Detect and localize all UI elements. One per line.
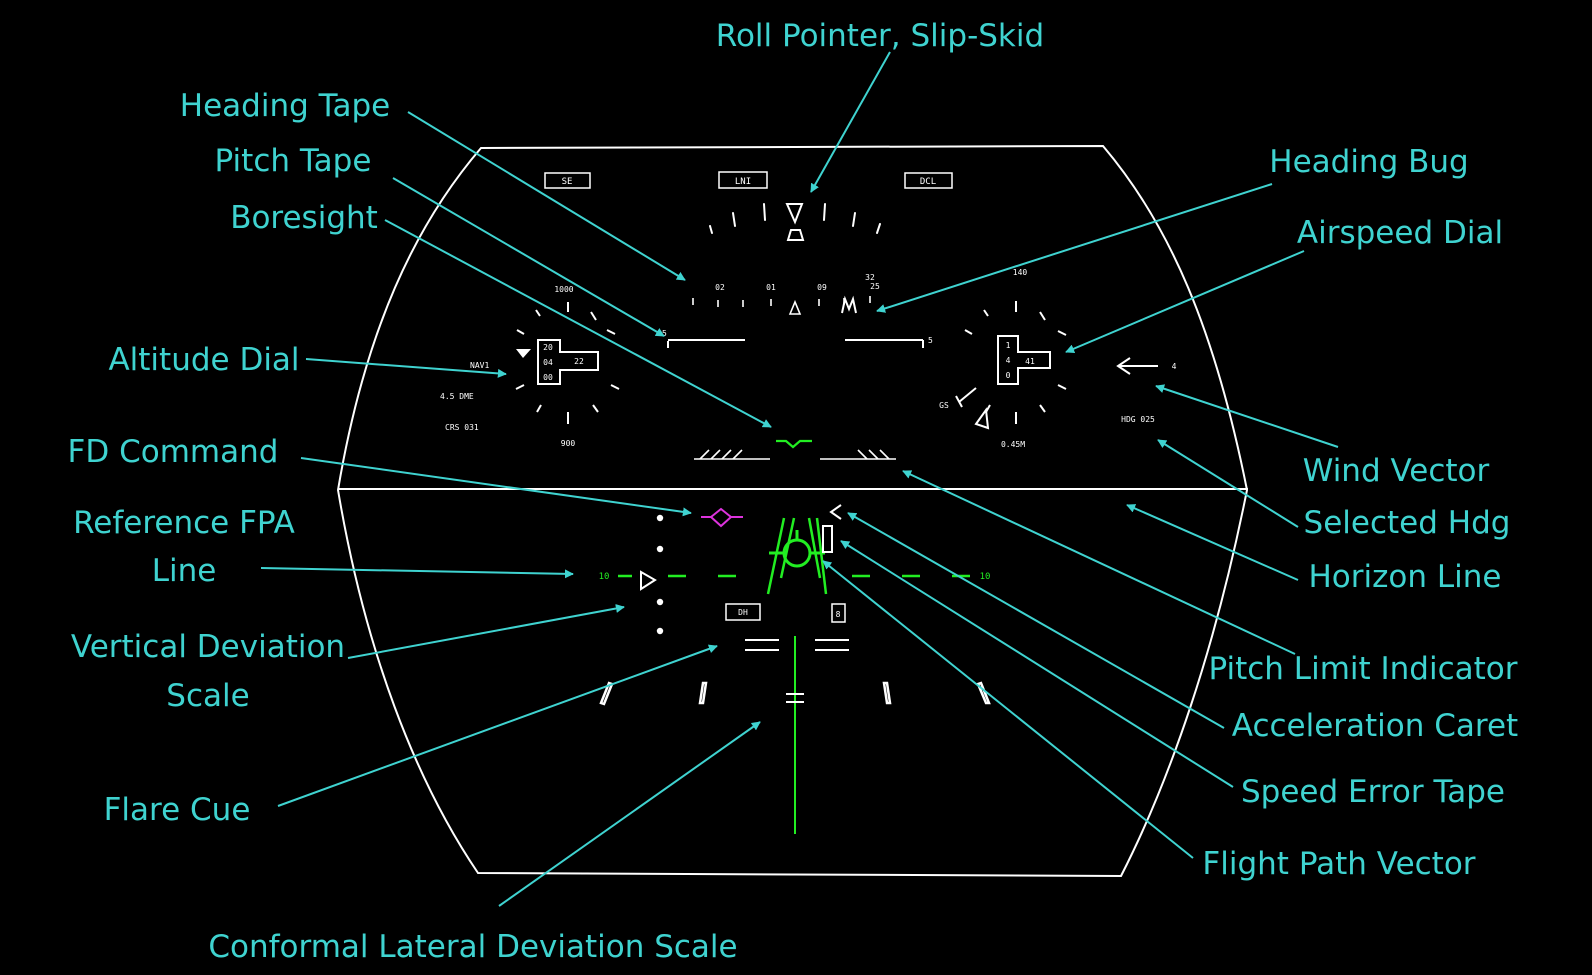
mode-boxes [544,171,953,189]
wind-vector-icon [1116,357,1158,375]
label-airspeed-dial: Airspeed Dial [1297,215,1503,251]
label-heading-bug: Heading Bug [1269,144,1468,180]
fd-box [831,603,846,623]
dh-box-label: DH [738,608,748,617]
speed-box-line-1: 1 [1006,341,1011,350]
pitch-tape [667,339,924,348]
altitude-dial [515,302,620,424]
heading-pointer-icon [788,299,802,315]
label-acceleration-caret: Acceleration Caret [1232,708,1518,744]
alt-bottom: 900 [561,439,576,448]
left-info-nav: NAV1 [470,361,489,370]
label-boresight: Boresight [230,200,378,236]
airspeed-dial [955,301,1067,430]
label-flare-cue: Flare Cue [104,792,251,828]
left-info-dme: 4.5 DME [440,392,474,401]
speed-error-tape [822,525,833,553]
alt-bug-icon [516,349,531,358]
speed-box-line-3: 0 [1006,371,1011,380]
label-speed-error-tape: Speed Error Tape [1241,774,1505,810]
dh-box [725,603,761,621]
heading-num-4: 02 [715,283,725,292]
vertical-deviation-scale [656,514,664,635]
hdg-sel: HDG 025 [1121,415,1155,424]
roll-pointer [785,203,805,241]
fd-box-label: 8 [836,610,841,619]
label-vertical-dev-1: Vertical Deviation [71,629,345,665]
pitch-num-right: 5 [928,336,933,345]
speed-box-side: 41 [1025,357,1035,366]
label-pitch-tape: Pitch Tape [215,143,372,179]
mode-box-3: DCL [920,177,936,187]
label-flight-path-vector: Flight Path Vector [1202,846,1475,882]
left-info-crs: CRS 031 [445,423,479,432]
fd-command-icon [701,507,743,528]
hud-frame [336,144,1249,878]
label-vertical-dev-2: Scale [166,678,249,714]
label-reference-fpa-1: Reference FPA [73,505,295,541]
guidance-cue-lines [766,517,828,595]
label-heading-tape: Heading Tape [180,88,390,124]
speed-bottom: 0.45M [1001,440,1025,449]
alt-box-line-1: 20 [543,343,553,352]
heading-num-5: 32 [865,273,875,282]
label-altitude-dial: Altitude Dial [108,342,299,378]
label-horizon-line: Horizon Line [1309,559,1502,595]
speed-side-label: GS [939,401,949,410]
heading-num-2: 09 [817,283,827,292]
label-roll-pointer: Roll Pointer, Slip-Skid [716,18,1044,54]
label-selected-hdg: Selected Hdg [1304,505,1511,541]
wind-value: 4 [1172,362,1177,371]
glideslope-pointer-icon [640,570,657,591]
boresight-icon [776,439,812,449]
alt-top: 1000 [554,285,573,294]
speed-box-line-2: 4 [1006,356,1011,365]
pitch-num-left: 5 [662,329,667,338]
alt-box-line-2: 04 [543,358,553,367]
speed-top: 140 [1013,268,1028,277]
heading-num-1: 25 [870,282,880,291]
label-pitch-limit: Pitch Limit Indicator [1208,651,1517,687]
pitch-limit-indicator [694,449,896,460]
label-fd-command: FD Command [68,434,279,470]
flare-cue [745,639,849,651]
heading-num-3: 01 [766,283,776,292]
alt-box-line-3: 00 [543,373,553,382]
label-wind-vector: Wind Vector [1303,453,1490,489]
mode-box-1: SE [562,177,573,187]
heading-bug-icon [841,295,857,314]
callout-arrows [260,51,1339,907]
acceleration-caret-icon [829,504,842,520]
roll-scale [709,203,881,234]
pitch-scale-left: 10 [599,572,610,582]
alt-box-side: 22 [574,357,584,366]
pitch-scale-right: 10 [980,572,991,582]
label-conformal-lateral: Conformal Lateral Deviation Scale [208,929,737,965]
mode-box-2: LNI [735,177,751,187]
label-reference-fpa-2: Line [152,553,217,589]
runway-marker [786,693,804,703]
